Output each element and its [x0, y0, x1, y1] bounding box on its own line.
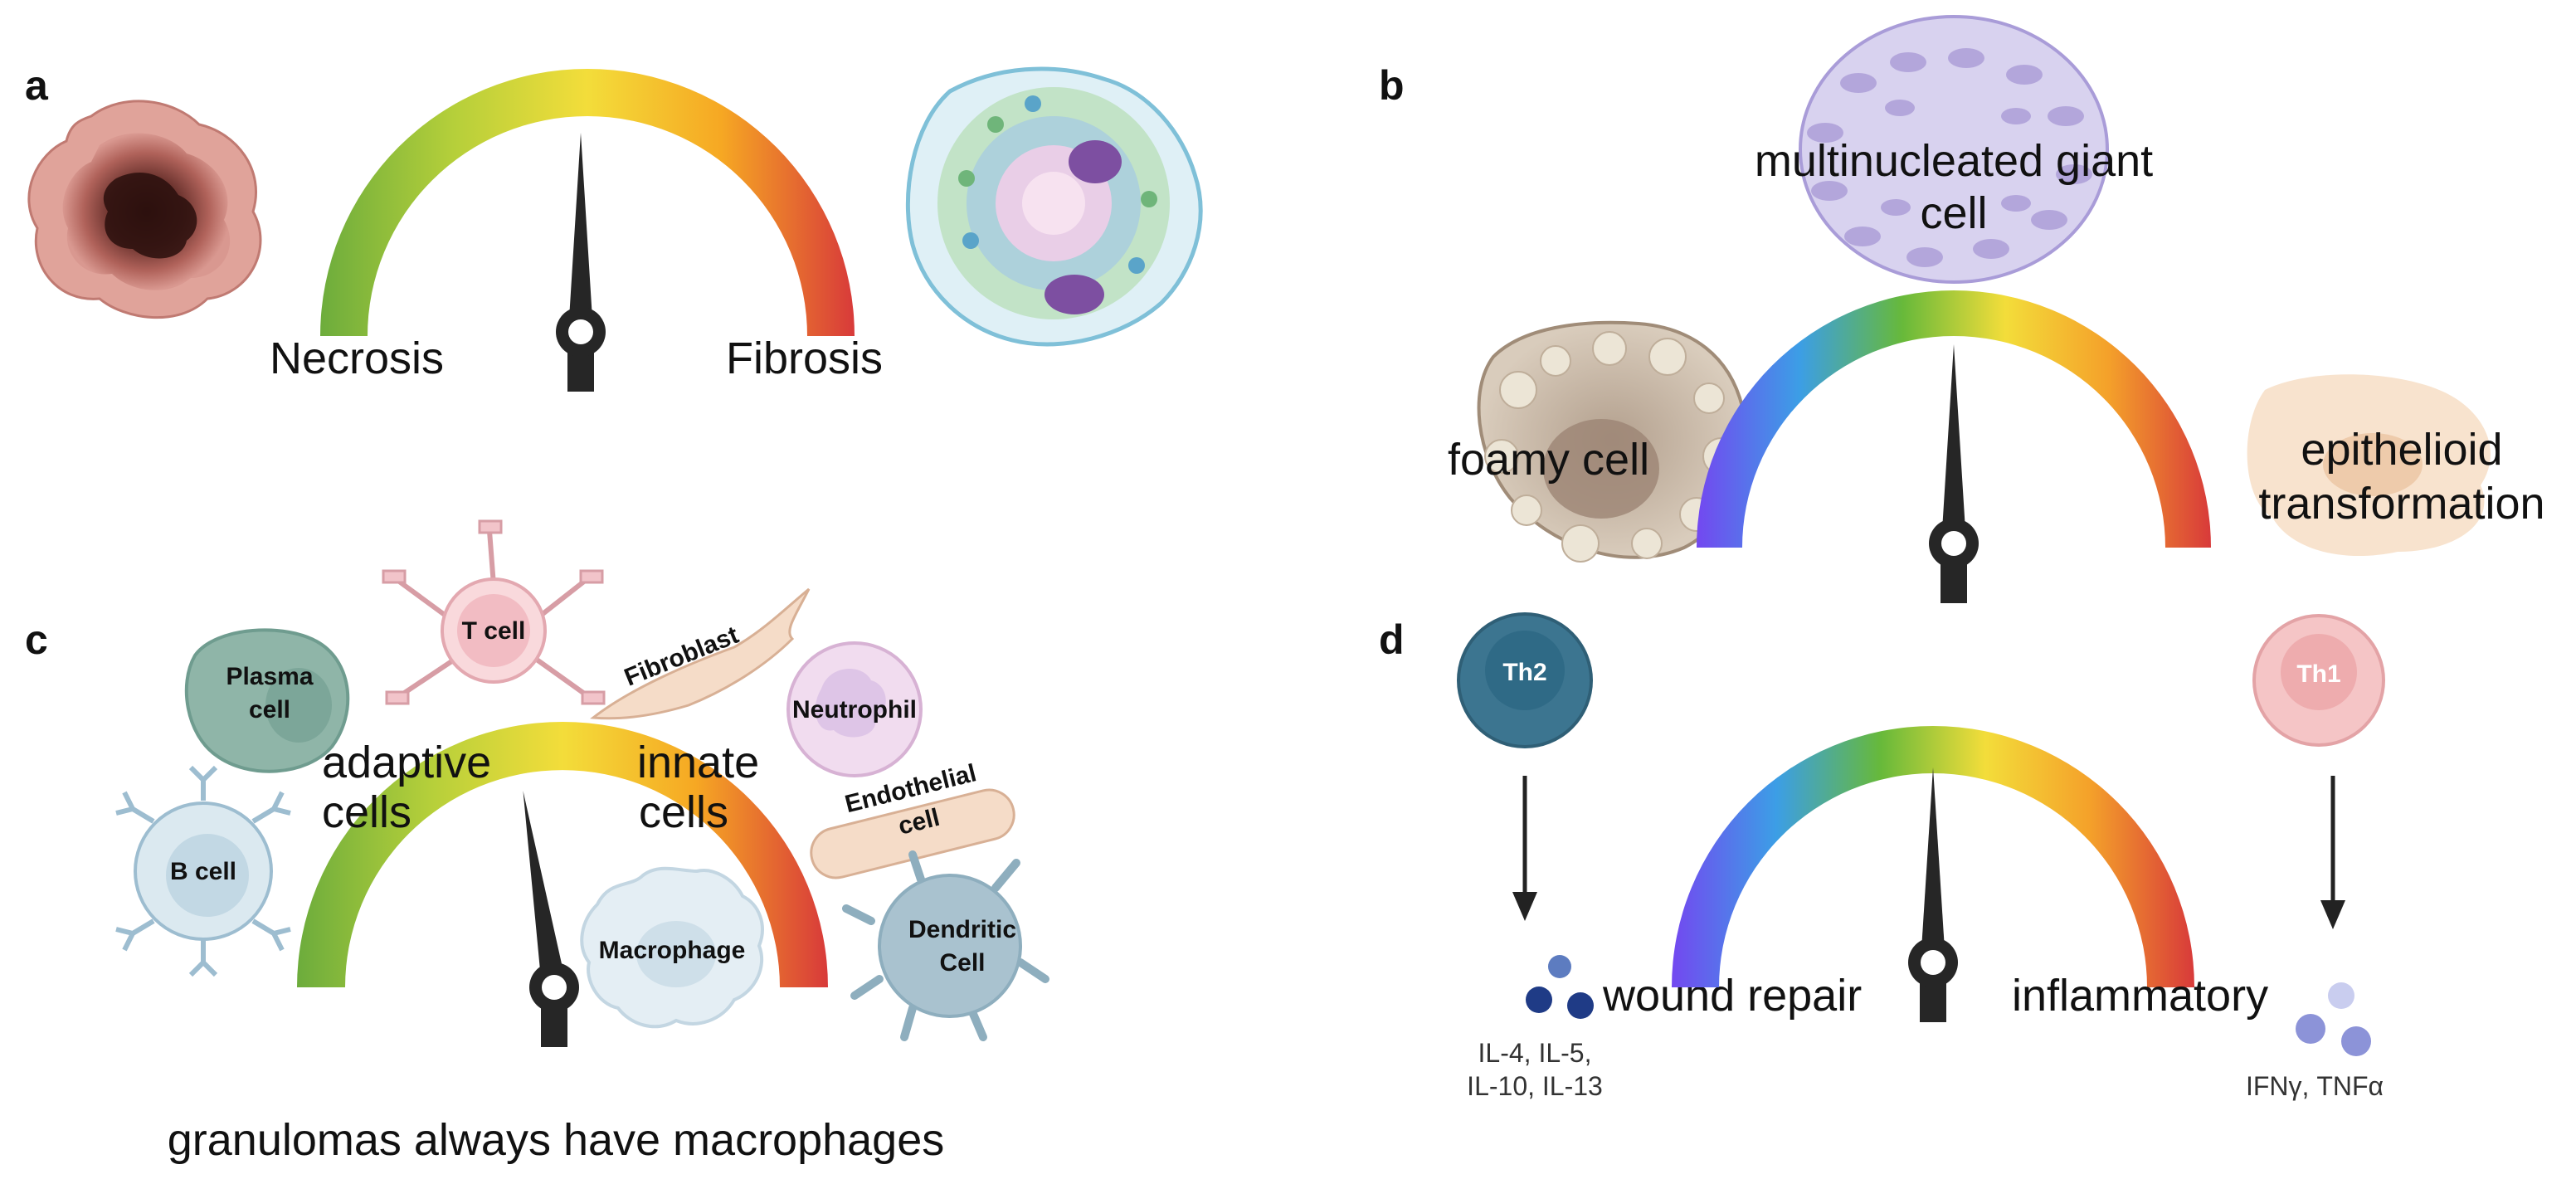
- needleC-pointer: [523, 790, 567, 990]
- gauge-a-needle: [556, 133, 606, 392]
- panel-c-caption: granulomas always have macrophages: [168, 1115, 945, 1165]
- gauge-c-left-label-line2: cells: [322, 787, 411, 837]
- gauge-b-right-label-line1: epithelioid: [2301, 425, 2502, 475]
- dendritic-cell-label-line2: Cell: [939, 949, 985, 977]
- th2-label: Th2: [1502, 659, 1546, 686]
- gauge-b-left-label: foamy cell: [1448, 435, 1649, 485]
- macrophage-label: Macrophage: [599, 937, 746, 964]
- panel-a: a Necrosis Fibrosis: [25, 62, 1203, 392]
- gauge-d-right-label: inflammatory: [2012, 971, 2268, 1021]
- gauge-c-right-label-line1: innate: [637, 738, 759, 787]
- needleD-pointer: [1921, 767, 1945, 962]
- gauge-b-needle: [1929, 344, 1979, 603]
- th2-cytokines-line2: IL-10, IL-13: [1467, 1071, 1603, 1101]
- gauge-b: [1697, 290, 2211, 603]
- panel-d: d Th2 IL-4, IL-5, IL-10, IL-13 wound rep…: [1379, 612, 2385, 1101]
- fibrotic-granuloma-icon: [905, 66, 1203, 347]
- gauge-b-top-label-line1: multinucleated giant: [1755, 136, 2153, 186]
- epithelioid-cell-icon: [2247, 374, 2491, 557]
- panel-b: b multinucleated giant cell: [1379, 15, 2545, 603]
- t-cell-icon: [382, 519, 606, 705]
- panel-c-letter: c: [25, 616, 48, 663]
- b-cell-icon: [115, 765, 291, 977]
- th1-label: Th1: [2296, 660, 2340, 688]
- necrotic-granuloma-icon: [27, 100, 262, 319]
- gauge-a: [320, 69, 855, 392]
- panel-b-letter: b: [1379, 62, 1405, 109]
- th2-cytokines-line1: IL-4, IL-5,: [1478, 1038, 1592, 1068]
- neutrophil-icon: [786, 641, 923, 777]
- needleB-hub-hole: [1941, 531, 1966, 556]
- gauge-b-right-label-line2: transformation: [2258, 479, 2544, 529]
- needleC-hub-hole: [542, 975, 567, 1000]
- gauge-c: [297, 722, 828, 987]
- th2-arrow-icon: [1512, 776, 1537, 921]
- th1-cytokines: IFNγ, TNFα: [2246, 1071, 2384, 1101]
- needleA-hub-hole: [568, 319, 593, 344]
- gauge-d: [1672, 726, 2194, 1022]
- gauge-b-top-label-line2: cell: [1920, 188, 1987, 238]
- gauge-d-arc: [1672, 726, 2194, 987]
- needleD-hub-hole: [1921, 950, 1945, 975]
- neutrophil-label: Neutrophil: [792, 696, 917, 723]
- gauge-d-needle: [1908, 767, 1958, 1022]
- needleA-pointer: [568, 133, 593, 332]
- th2-cell-icon: [1457, 612, 1593, 748]
- needleB-pointer: [1941, 344, 1966, 543]
- gauge-d-left-label: wound repair: [1602, 971, 1862, 1021]
- gauge-c-arc: [297, 722, 828, 987]
- endothelial-cell-icon: [810, 788, 1015, 879]
- plasma-cell-label-line1: Plasma: [226, 663, 313, 690]
- macrophage-icon: [580, 866, 764, 1029]
- plasma-cell-icon: [184, 628, 350, 773]
- panel-a-letter: a: [25, 62, 49, 109]
- panel-d-letter: d: [1379, 616, 1405, 663]
- plasma-cell-label-line2: cell: [249, 696, 290, 723]
- b-cell-label: B cell: [170, 858, 236, 885]
- panel-c: c T cell Plasma cell Fibroblast: [25, 519, 1049, 1165]
- gauge-a-arc: [320, 69, 855, 336]
- gauge-a-right-label: Fibrosis: [726, 334, 883, 383]
- gauge-b-arc: [1697, 290, 2211, 548]
- th2-cytokine-dots-icon: [1526, 955, 1594, 1019]
- t-cell-label: T cell: [462, 617, 526, 645]
- th1-cytokine-dots-icon: [2296, 982, 2371, 1056]
- fibroblast-icon: [590, 587, 811, 720]
- gauge-c-left-label-line1: adaptive: [322, 738, 491, 787]
- dendritic-cell-icon: [842, 850, 1049, 1041]
- gauge-c-right-label-line2: cells: [639, 787, 728, 837]
- gauge-a-left-label: Necrosis: [270, 334, 444, 383]
- dendritic-cell-label-line1: Dendritic: [908, 916, 1016, 943]
- gauge-c-needle: [523, 790, 579, 1047]
- gauge-c-needle-wrap: [523, 790, 579, 1047]
- multinucleated-giant-cell-icon: [1799, 15, 2109, 284]
- th1-arrow-icon: [2320, 776, 2345, 929]
- th1-cell-icon: [2252, 614, 2385, 747]
